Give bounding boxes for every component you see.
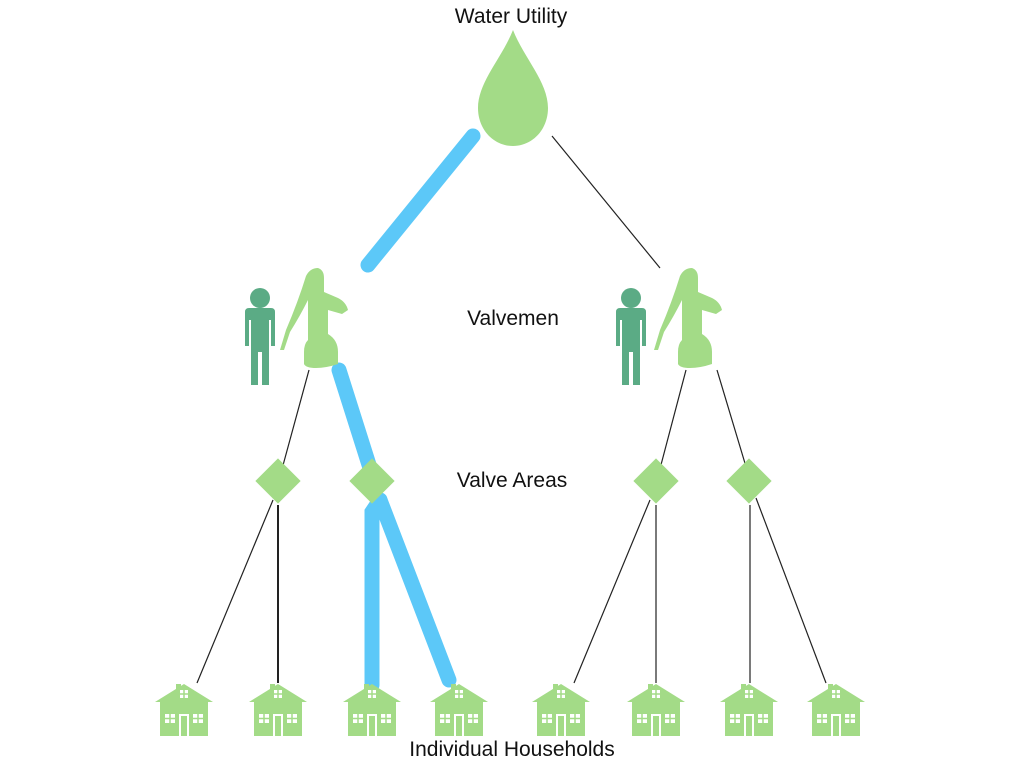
person-icon bbox=[616, 288, 646, 385]
house-icon bbox=[806, 683, 866, 737]
house-icon bbox=[626, 683, 686, 737]
valve-area-diamond-icon bbox=[255, 458, 301, 504]
label-water-utility: Water Utility bbox=[454, 5, 568, 28]
label-individual-households: Individual Households bbox=[409, 738, 615, 761]
valve-area-diamond-icon bbox=[349, 458, 395, 504]
flow-area-2-to-house-4 bbox=[372, 492, 457, 688]
connector-valveman-2-to-area-4 bbox=[716, 369, 751, 481]
valveman-2 bbox=[616, 268, 722, 385]
connector-utility-to-valveman-2 bbox=[551, 135, 661, 269]
flow-area-2-to-house-3 bbox=[364, 492, 388, 693]
house-icon bbox=[429, 683, 489, 737]
label-valve-areas: Valve Areas bbox=[456, 469, 568, 492]
water-pump-icon bbox=[654, 268, 722, 368]
house-icon bbox=[342, 683, 402, 737]
connector-valveman-2-to-area-3 bbox=[656, 369, 687, 481]
connector-area-3-to-house-5 bbox=[573, 499, 651, 684]
house-icon bbox=[531, 683, 591, 737]
person-icon bbox=[245, 288, 275, 385]
label-valvemen: Valvemen bbox=[467, 307, 559, 330]
house-icon bbox=[154, 683, 214, 737]
flow-utility-to-valveman-1 bbox=[360, 128, 481, 273]
house-icon bbox=[719, 683, 779, 737]
water-drop-icon bbox=[478, 30, 548, 146]
flow-valveman-1-to-area-2 bbox=[331, 362, 378, 476]
household-nodes bbox=[154, 683, 866, 737]
connector-area-4-to-house-8 bbox=[755, 497, 827, 684]
valve-area-diamond-icon bbox=[726, 458, 772, 504]
water-pump-icon bbox=[280, 268, 348, 368]
house-icon bbox=[248, 683, 308, 737]
valve-area-diamond-icon bbox=[633, 458, 679, 504]
connector-lines bbox=[196, 135, 827, 684]
connector-valveman-1-to-area-1 bbox=[278, 369, 310, 481]
connector-area-1-to-house-1 bbox=[196, 499, 274, 684]
flow-path bbox=[331, 128, 481, 693]
